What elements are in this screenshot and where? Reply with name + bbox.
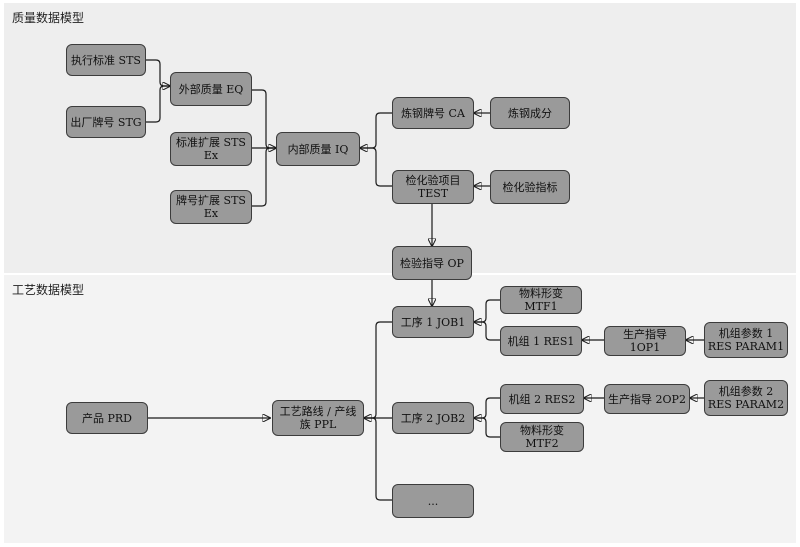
node-eq[interactable]: 外部质量 EQ: [170, 72, 252, 106]
node-op2[interactable]: 生产指导 2OP2: [604, 384, 690, 414]
node-test[interactable]: 检化验项目 TEST: [392, 170, 474, 204]
node-more[interactable]: ...: [392, 484, 474, 518]
node-sts[interactable]: 执行标准 STS: [66, 44, 146, 76]
node-mtf1[interactable]: 物料形变 MTF1: [500, 286, 582, 314]
edge-res2-job2: [474, 397, 500, 418]
node-stg[interactable]: 出厂牌号 STG: [66, 106, 146, 138]
node-sts-ex-grade[interactable]: 牌号扩展 STS Ex: [170, 190, 252, 224]
node-sts-ex-standard[interactable]: 标准扩展 STS Ex: [170, 132, 252, 166]
edge-mtf2-job2: [474, 417, 500, 438]
node-prd[interactable]: 产品 PRD: [66, 402, 148, 434]
node-op[interactable]: 检验指导 OP: [392, 246, 472, 280]
node-mtf2[interactable]: 物料形变 MTF2: [500, 422, 584, 452]
node-job2[interactable]: 工序 2 JOB2: [392, 402, 474, 434]
node-steel-composition[interactable]: 炼钢成分: [490, 97, 570, 129]
edge-stg-eq: [146, 85, 170, 123]
edge-stsex2-iq: [252, 147, 276, 207]
edge-job1-ppl: [364, 321, 392, 418]
node-test-index[interactable]: 检化验指标: [490, 170, 570, 204]
node-op1[interactable]: 生产指导 1OP1: [604, 326, 686, 356]
edge-ca-iq: [360, 112, 392, 148]
edge-test-iq: [360, 147, 392, 187]
node-ppl[interactable]: 工艺路线 / 产线 族 PPL: [272, 400, 364, 436]
node-param1[interactable]: 机组参数 1 RES PARAM1: [704, 322, 788, 358]
edge-res1-job1: [474, 321, 500, 341]
edge-more-ppl: [364, 417, 392, 501]
edge-eq-iq: [252, 89, 276, 148]
node-job1[interactable]: 工序 1 JOB1: [392, 306, 474, 338]
node-res2[interactable]: 机组 2 RES2: [500, 384, 584, 414]
edge-mtf1-job1: [474, 299, 500, 322]
quality-panel-title: 质量数据模型: [12, 11, 85, 25]
edge-sts-eq: [146, 59, 170, 86]
node-param2[interactable]: 机组参数 2 RES PARAM2: [704, 380, 788, 416]
node-iq[interactable]: 内部质量 IQ: [276, 132, 360, 166]
process-panel-title: 工艺数据模型: [12, 283, 85, 297]
node-res1[interactable]: 机组 1 RES1: [500, 326, 582, 356]
node-ca[interactable]: 炼钢牌号 CA: [392, 97, 474, 129]
